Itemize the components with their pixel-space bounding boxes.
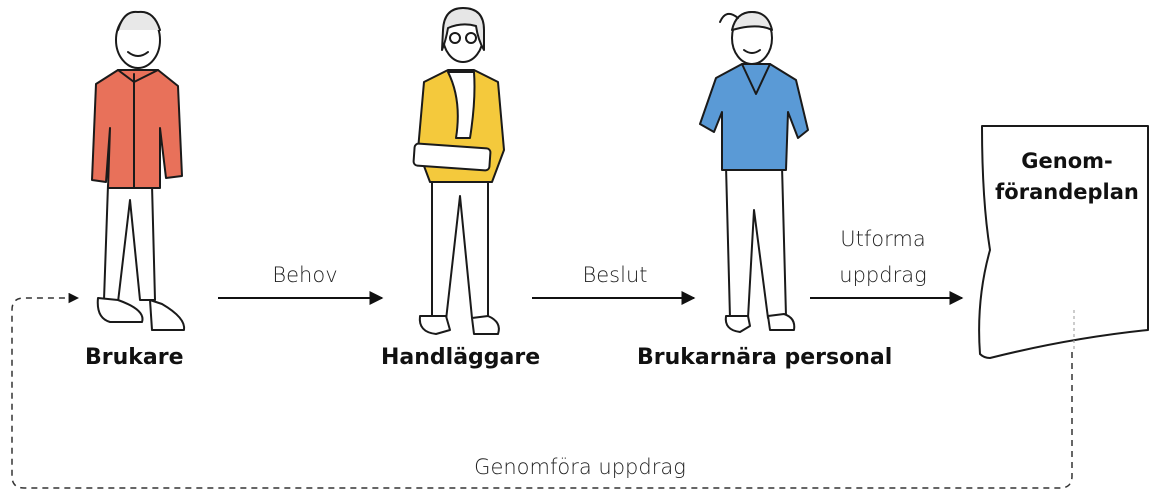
brukare-label: Brukare (85, 345, 184, 370)
personal-figure (700, 12, 808, 332)
handlaggare-figure (413, 8, 504, 334)
utforma-label-line2: uppdrag (818, 258, 948, 292)
brukare-figure (92, 12, 184, 330)
utforma-label-line1: Utforma (818, 222, 948, 256)
handlaggare-label: Handläggare (381, 345, 540, 370)
beslut-label: Beslut (560, 258, 670, 292)
behov-label: Behov (250, 258, 360, 292)
personal-label: Brukarnära personal (637, 345, 892, 370)
document-title-line1: Genom- (992, 146, 1142, 177)
genomfora-label: Genomföra uppdrag (380, 450, 780, 484)
document-title-line2: förandeplan (992, 177, 1142, 208)
